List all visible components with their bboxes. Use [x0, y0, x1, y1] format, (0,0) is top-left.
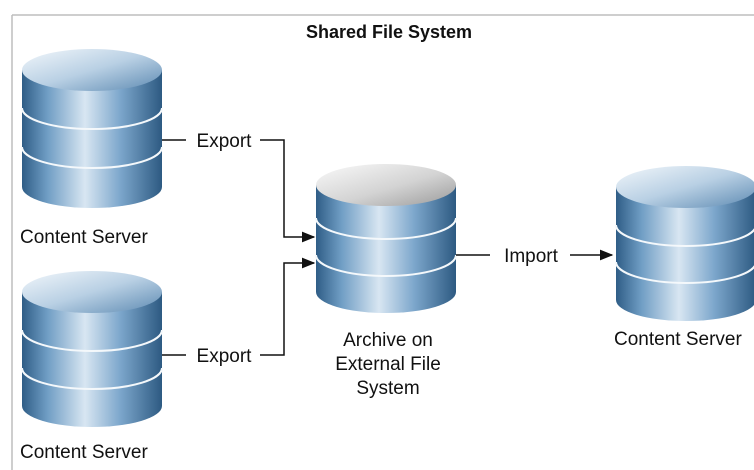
frame	[11, 14, 754, 470]
database-icon	[315, 164, 457, 313]
content-server-label-top-left: Content Server	[20, 227, 148, 248]
content-server-label-right: Content Server	[614, 329, 742, 350]
export-top-connector	[162, 139, 316, 243]
import-label: Import	[504, 246, 559, 267]
content-server-label-bottom-left: Content Server	[20, 442, 148, 463]
database-icon	[21, 49, 163, 208]
database-icon	[21, 271, 163, 427]
diagram-title: Shared File System	[306, 22, 472, 42]
export-label-top: Export	[197, 131, 253, 152]
export-bottom-connector	[162, 257, 316, 356]
archive-label-line-3: System	[356, 378, 419, 399]
archive-label-line-1: Archive on	[343, 330, 433, 351]
database-icon	[615, 166, 754, 321]
archive-label-line-2: External File	[335, 354, 441, 375]
export-label-bottom: Export	[197, 346, 253, 367]
